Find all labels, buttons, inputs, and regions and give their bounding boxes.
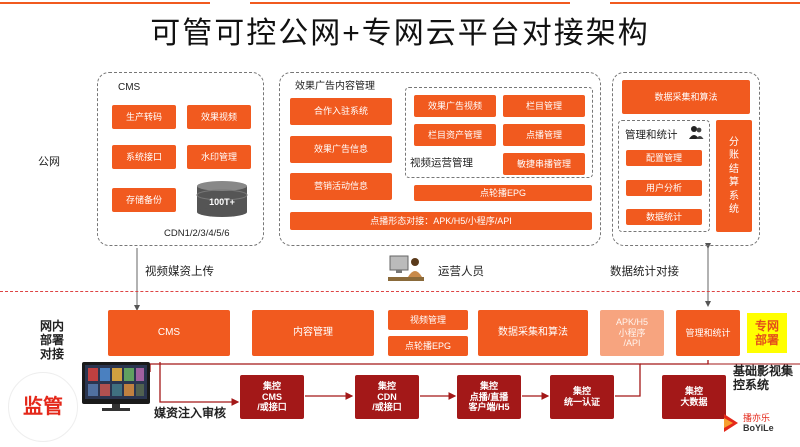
- cms-group-title: CMS: [118, 82, 141, 93]
- settlement-system-box: 分账结算系统: [716, 120, 752, 232]
- ads-box-effect-info: 效果广告信息: [290, 136, 392, 163]
- control-box-cdn: 集控 CDN /或接口: [355, 375, 419, 419]
- data-algo-box: 数据采集和算法: [622, 80, 750, 114]
- control-box-bigdata: 集控 大数据: [662, 375, 726, 419]
- media-upload-label: 视频媒资上传: [145, 266, 214, 278]
- top-accent-line: [0, 0, 800, 6]
- vod-box-effect-video: 效果广告视频: [414, 95, 496, 117]
- intranet-cms-box: CMS: [108, 310, 230, 356]
- operator-person-icon: [388, 253, 424, 285]
- storage-capacity-label: 100T+: [209, 197, 235, 207]
- ads-bottom-bar: 点播形态对接：APK/H5/小程序/API: [290, 212, 592, 230]
- control-box-cms: 集控 CMS /或接口: [240, 375, 304, 419]
- ads-box-campaign-info: 营销活动信息: [290, 173, 392, 200]
- boyile-logo-icon: [722, 412, 740, 434]
- cms-box-effect-video: 效果视频: [187, 105, 251, 129]
- regulate-circle: [8, 372, 78, 442]
- cms-box-sys-interface: 系统接口: [112, 145, 176, 169]
- page-title: 可管可控公网+专网云平台对接架构: [150, 17, 650, 50]
- mgmt-stats-title: 管理和统计: [625, 129, 678, 141]
- cms-box-transcode: 生产转码: [112, 105, 176, 129]
- ads-group-title: 效果广告内容管理: [295, 81, 375, 92]
- logo-cn-text: 播亦乐: [743, 413, 771, 423]
- stats-dock-label: 数据统计对接: [610, 266, 679, 278]
- vod-group-title: 视频运营管理: [410, 157, 473, 169]
- ads-group: [279, 72, 601, 246]
- public-net-label: 公网: [38, 156, 60, 168]
- vod-box-vod-mgmt: 点播管理: [503, 124, 585, 146]
- cms-box-watermark: 水印管理: [187, 145, 251, 169]
- intranet-apk-box: APK/H5 小程序 /API: [600, 310, 664, 356]
- review-label: 媒资注入审核: [154, 406, 227, 420]
- vod-ops-group: [405, 87, 593, 178]
- cdn-label: CDN1/2/3/4/5/6: [164, 228, 230, 239]
- storage-cylinder-icon: 100T+: [196, 180, 248, 218]
- intranet-data-algo-box: 数据采集和算法: [478, 310, 588, 356]
- vod-box-column: 栏目管理: [503, 95, 585, 117]
- mgmt-box-config: 配置管理: [626, 150, 702, 166]
- vod-box-agile-playlist: 敏捷串播管理: [503, 153, 585, 175]
- intranet-content-mgmt-box: 内容管理: [252, 310, 374, 356]
- mgmt-box-data-stats: 数据统计: [626, 209, 702, 225]
- intranet-mgmt-box: 管理和统计: [676, 310, 740, 356]
- cms-box-backup: 存储备份: [112, 188, 176, 212]
- users-icon: [688, 124, 704, 140]
- base-system-label: 基础影视集控系统: [733, 364, 794, 393]
- intranet-label: 网内部署对接: [40, 319, 65, 361]
- vod-box-column-asset: 栏目资产管理: [414, 124, 496, 146]
- mgmt-stats-group: [618, 120, 710, 232]
- ads-box-partner: 合作入驻系统: [290, 98, 392, 125]
- monitor-icon: [82, 362, 150, 412]
- control-box-vod-live: 集控 点播/直播 客户端/H5: [457, 375, 521, 419]
- cms-group: [97, 72, 264, 246]
- data-group: [612, 72, 760, 246]
- mgmt-box-user-analysis: 用户分析: [626, 180, 702, 196]
- control-box-auth: 集控 统一认证: [550, 375, 614, 419]
- private-deploy-badge: 专网部署: [747, 313, 787, 353]
- intranet-video-mgmt-box: 视频管理: [388, 310, 468, 330]
- ads-carousel-epg: 点轮播EPG: [414, 185, 592, 201]
- regulate-label: 监管: [23, 395, 63, 418]
- intranet-carousel-box: 点轮播EPG: [388, 336, 468, 356]
- logo-en-text: BoYiLe: [743, 423, 774, 433]
- network-divider: [0, 291, 800, 292]
- operators-label: 运营人员: [438, 266, 484, 278]
